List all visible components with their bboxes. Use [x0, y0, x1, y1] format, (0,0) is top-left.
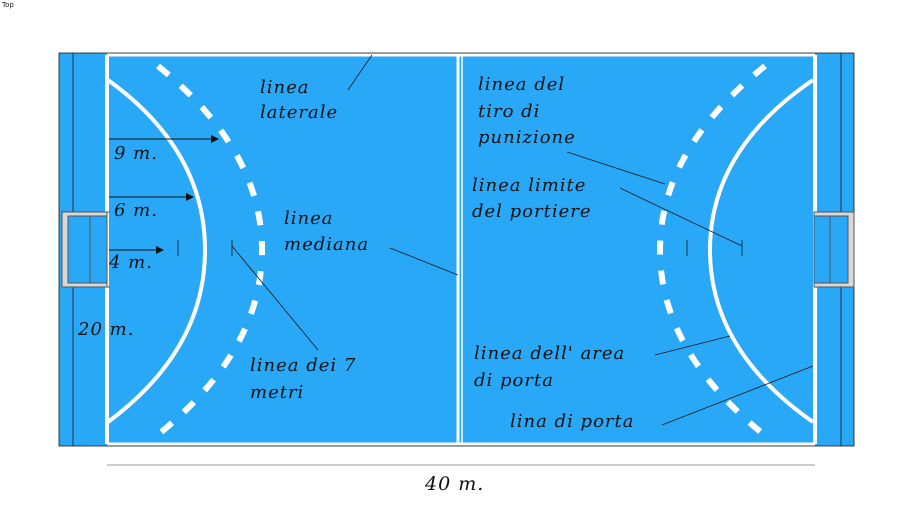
label-free-throw-2: tiro di — [478, 101, 540, 122]
dimension-length: 40 m. — [424, 473, 484, 495]
dimension-width: 20 m. — [77, 319, 134, 340]
dimension-four: 4 m. — [108, 252, 153, 273]
label-goalkeeper-1: linea limite — [472, 175, 586, 196]
leader-free-throw — [566, 151, 666, 185]
label-goal-area-1: linea dell' area — [474, 343, 625, 364]
label-center-2: mediana — [284, 234, 369, 255]
right-goal-area-arc — [707, 78, 815, 424]
leader-goalkeeper — [619, 187, 743, 247]
right-goal — [813, 211, 855, 288]
viewport-label: Top — [2, 1, 14, 9]
left-goal — [61, 211, 110, 288]
leader-seven-m — [231, 245, 319, 351]
label-seven-m-1: linea dei 7 — [250, 355, 356, 376]
leader-goal-line — [661, 365, 814, 426]
leader-sideline — [347, 54, 373, 91]
dimension-nine: 9 m. — [114, 143, 158, 164]
leader-center — [389, 247, 459, 276]
label-goalkeeper-2: del portiere — [472, 201, 592, 222]
left-goal-area-arc — [106, 78, 208, 424]
right-free-throw-line — [656, 63, 767, 436]
left-free-throw-line — [156, 63, 266, 436]
label-seven-m-2: metri — [250, 382, 304, 403]
label-goal-line: lina di porta — [510, 411, 635, 432]
label-free-throw-1: linea del — [478, 74, 565, 95]
dimension-six: 6 m. — [114, 200, 158, 221]
label-sideline-1: linea — [260, 77, 310, 98]
label-sideline-2: laterale — [260, 102, 338, 123]
label-center-1: linea — [284, 208, 334, 229]
label-free-throw-3: punizione — [478, 127, 576, 148]
label-goal-area-2: di porta — [474, 370, 554, 391]
leader-goal-area — [654, 335, 731, 356]
